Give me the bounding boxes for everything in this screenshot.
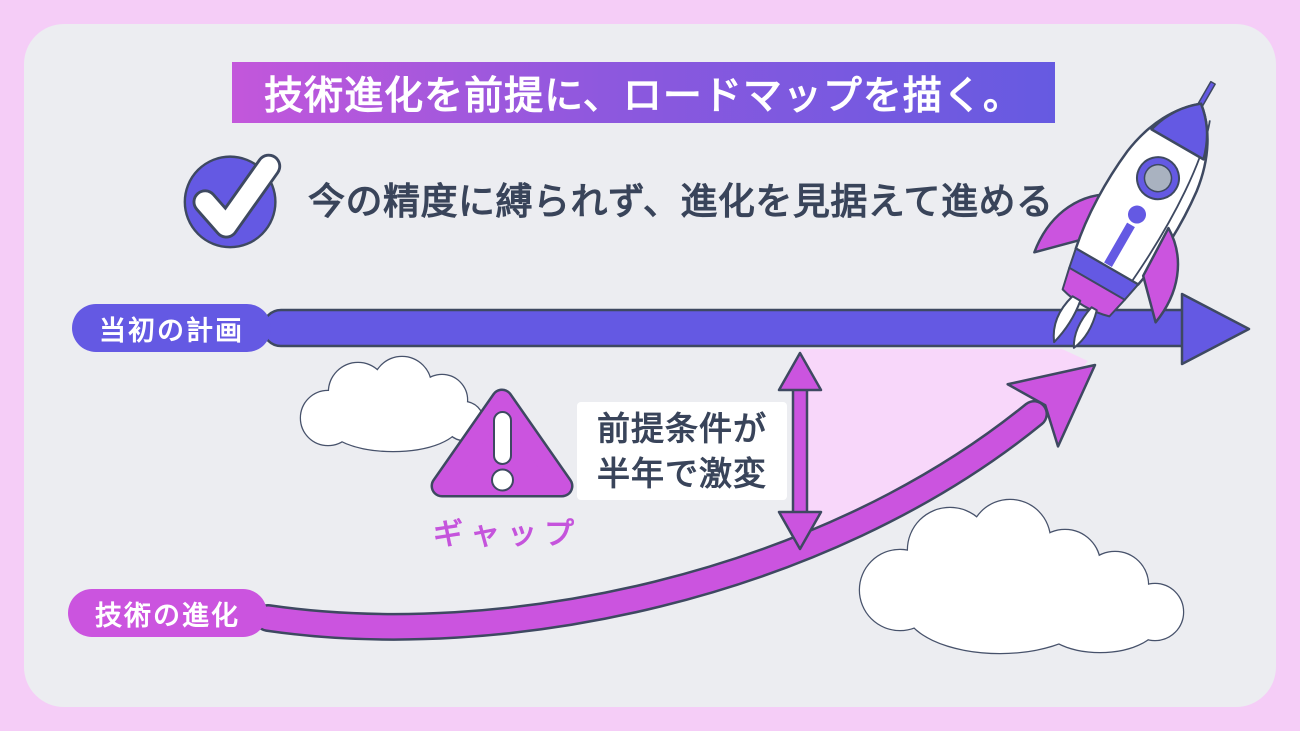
title-banner: 技術進化を前提に、ロードマップを描く。 [232,62,1055,123]
gap-label: ギャップ [433,518,581,551]
label-initial-plan: 当初の計画 [72,304,271,352]
callout-box: 前提条件が 半年で激変 [577,402,787,500]
cloud-left-icon [299,355,485,453]
check-icon [180,147,286,253]
key-point-row: 今の精度に縛られず、進化を見据えて進める [180,147,1054,253]
cloud-bottom-right-icon [858,498,1185,655]
tech-evolution-curve [254,363,1097,641]
warning-triangle-icon [430,388,574,498]
label-tech-evolution: 技術の進化 [68,589,267,637]
double-headed-vertical-arrow [777,351,823,551]
callout-line-2: 半年で激変 [597,455,767,492]
callout-line-1: 前提条件が [597,410,767,447]
rocket-icon [1033,80,1216,349]
page-title: 技術進化を前提に、ロードマップを描く。 [264,74,1023,118]
gap-region [800,349,1088,548]
key-point-text: 今の精度に縛られず、進化を見据えて進める [308,181,1054,222]
